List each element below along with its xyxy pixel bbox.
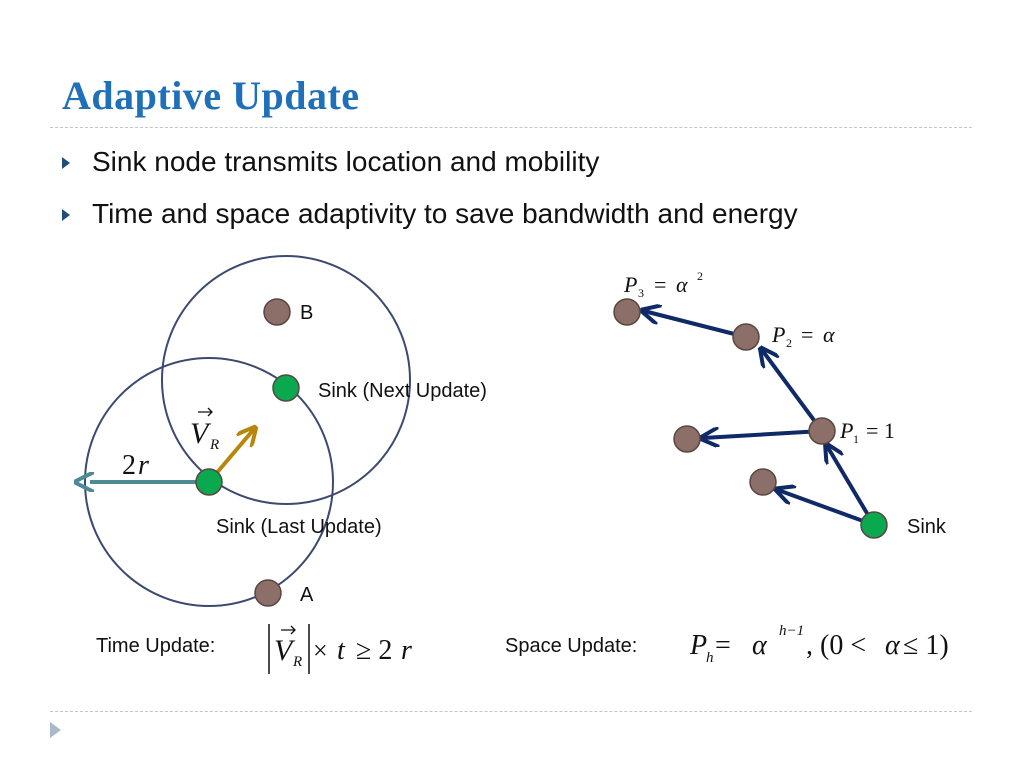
slide-corner-arrow-icon — [50, 722, 61, 738]
formula-exponent: h−1 — [779, 623, 804, 639]
bullet-item: Time and space adaptivity to save bandwi… — [62, 194, 798, 246]
formula-equals: = — [715, 630, 731, 661]
node-left — [673, 425, 701, 453]
hop-arrow-sink-to-lower — [778, 490, 875, 527]
p1-equals: = 1 — [866, 418, 895, 443]
formula-t: t — [337, 635, 346, 666]
velocity-symbol: V — [190, 417, 212, 450]
velocity-label: V R — [190, 407, 219, 453]
p2-subscript: 2 — [786, 336, 792, 350]
formula-geq: ≥ 2 — [356, 635, 392, 666]
bullet-text: Sink node transmits location and mobilit… — [92, 146, 600, 177]
radius-variable: r — [138, 450, 149, 481]
sink-node — [860, 511, 888, 539]
node-p3 — [613, 298, 641, 326]
formula-times: × — [313, 636, 328, 665]
p1-label: P 1 = 1 — [839, 418, 895, 446]
formula-alpha: α — [752, 630, 768, 661]
p1-subscript: 1 — [853, 432, 859, 446]
bullet-list: Sink node transmits location and mobilit… — [62, 142, 798, 246]
node-a — [254, 579, 282, 607]
hop-arrow-p2-to-p3 — [644, 311, 747, 339]
formula-p: P — [689, 630, 707, 661]
p1-symbol: P — [839, 418, 853, 443]
p2-symbol: P — [771, 322, 785, 347]
hop-arrow-p1-to-p2 — [762, 350, 824, 433]
sink-label: Sink — [907, 516, 947, 538]
vector-arrow-icon — [198, 407, 213, 417]
bullet-item: Sink node transmits location and mobilit… — [62, 142, 798, 194]
range-circle-next — [161, 255, 411, 505]
bullet-arrow-icon — [62, 157, 70, 169]
p3-symbol: P — [623, 272, 637, 297]
p3-label: P 3 = α 2 — [623, 269, 703, 300]
node-lower — [749, 468, 777, 496]
slide-title: Adaptive Update — [62, 73, 360, 118]
p3-alpha: α — [676, 272, 688, 297]
formula-range-open: , (0 < — [806, 630, 866, 661]
p2-alpha: α — [823, 322, 835, 347]
space-update-formula: P h = α h−1 , (0 < α ≤ 1) — [689, 623, 949, 666]
node-p1 — [808, 417, 836, 445]
radius-coefficient: 2 — [122, 450, 136, 481]
p3-subscript: 3 — [638, 286, 644, 300]
hop-arrow-p1-to-left — [703, 431, 823, 438]
formula-v: V — [274, 634, 296, 667]
p2-label: P 2 = α — [771, 322, 835, 350]
vector-arrow-icon — [281, 625, 296, 635]
sink-last-label: Sink (Last Update) — [216, 516, 382, 538]
p2-equals: = — [801, 322, 813, 347]
velocity-subscript: R — [209, 437, 219, 453]
node-b — [263, 298, 291, 326]
formula-range-close: ≤ 1) — [903, 630, 949, 661]
node-p2 — [732, 323, 760, 351]
formula-v-sub: R — [292, 654, 302, 670]
bullet-text: Time and space adaptivity to save bandwi… — [92, 198, 798, 229]
sink-next-label: Sink (Next Update) — [318, 380, 487, 402]
bottom-divider — [50, 711, 972, 712]
sink-next-node — [272, 374, 300, 402]
formula-r: r — [401, 635, 412, 666]
formula-p-sub: h — [706, 650, 714, 666]
space-update-label: Space Update: — [505, 635, 637, 657]
hop-arrow-sink-to-p1 — [827, 446, 876, 527]
radius-label: 2 r — [122, 450, 149, 481]
node-b-label: B — [300, 302, 313, 324]
p3-equals: = — [654, 272, 666, 297]
p3-superscript: 2 — [697, 269, 703, 283]
time-update-formula: V R × t ≥ 2 r — [268, 624, 412, 674]
top-divider — [50, 127, 972, 128]
node-a-label: A — [300, 584, 314, 606]
time-update-label: Time Update: — [96, 635, 215, 657]
sink-last-node — [195, 468, 223, 496]
bullet-arrow-icon — [62, 209, 70, 221]
formula-alpha-2: α — [885, 630, 901, 661]
